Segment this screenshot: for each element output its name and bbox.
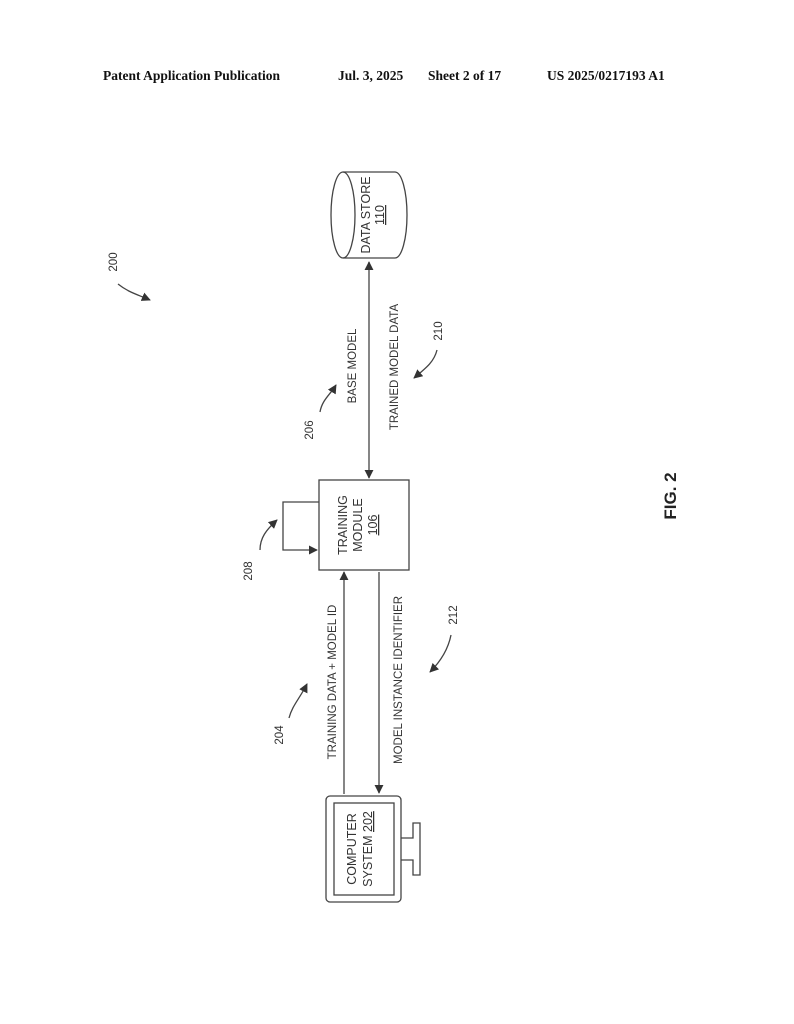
ref-210-arrow	[413, 349, 438, 379]
training-data-label: TRAINING DATA + MODEL ID	[327, 605, 339, 760]
training-module-line1: TRAINING	[336, 495, 350, 555]
training-module-ref: 106	[366, 515, 380, 536]
publication-date: Jul. 3, 2025	[338, 68, 404, 83]
ref-208-arrow	[259, 519, 278, 551]
ref-206-arrow	[319, 384, 337, 413]
ref-212: 212	[429, 605, 460, 673]
computer-system-line2-prefix: SYSTEM	[361, 832, 375, 887]
ref-204: 204	[274, 683, 308, 745]
ref-208: 208	[243, 519, 278, 581]
ref-206-label: 206	[304, 420, 316, 439]
publication-label: Patent Application Publication	[103, 68, 281, 83]
ref-204-label: 204	[274, 725, 286, 745]
ref-212-arrow	[429, 634, 452, 673]
computer-system-monitor: COMPUTER SYSTEM 202	[325, 795, 421, 903]
trained-model-data-label: TRAINED MODEL DATA	[389, 304, 401, 431]
data-store-cylinder: DATA STORE 110	[330, 171, 408, 259]
computer-system-line2: SYSTEM 202	[361, 811, 375, 887]
ref-200-label: 200	[108, 252, 120, 271]
ref-210-label: 210	[433, 321, 445, 340]
ref-200-arrow	[117, 283, 151, 301]
data-store-ref: 110	[373, 205, 387, 225]
computer-system-line1: COMPUTER	[345, 813, 359, 885]
ref-208-label: 208	[243, 561, 255, 580]
model-instance-label: MODEL INSTANCE IDENTIFIER	[393, 596, 405, 764]
sheet-number: Sheet 2 of 17	[428, 68, 502, 83]
page-header: Patent Application Publication Jul. 3, 2…	[0, 68, 794, 88]
training-module-line2: MODULE	[351, 498, 365, 551]
figure-caption: FIG. 2	[661, 472, 680, 519]
self-loop-arrow	[282, 501, 319, 555]
ref-204-arrow	[288, 683, 308, 719]
ref-206: 206	[304, 384, 337, 440]
training-module-box: TRAINING MODULE 106	[318, 479, 410, 571]
ref-212-label: 212	[448, 605, 460, 624]
ref-210: 210	[413, 321, 445, 379]
computer-system-ref: 202	[361, 811, 375, 832]
base-model-label: BASE MODEL	[347, 328, 359, 403]
figure-ref-200: 200	[108, 252, 151, 301]
data-store-label: DATA STORE	[359, 176, 373, 253]
publication-number: US 2025/0217193 A1	[547, 68, 665, 83]
